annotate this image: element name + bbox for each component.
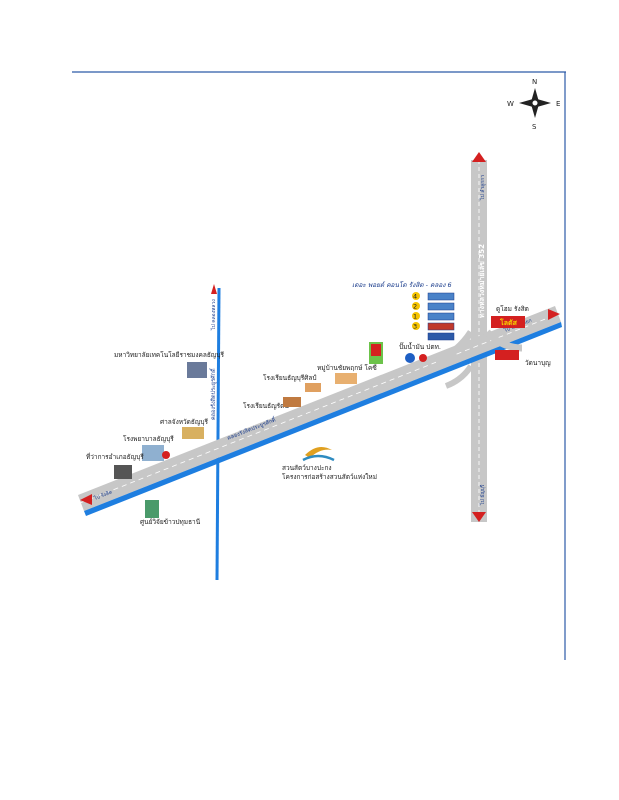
place-city-hall: ศาลจังหวัดธัญบุรี: [160, 418, 209, 426]
park-logo-icon: [305, 446, 332, 458]
highway-south-arrow-icon: [472, 512, 486, 522]
place-ptt: ปั๊มน้ำมัน ปตท.: [399, 342, 441, 351]
rmutt-building-icon: [187, 362, 207, 378]
ptt-logo-icon: [405, 353, 415, 363]
city-hall-icon: [182, 427, 204, 439]
road-west-arrow-icon: [80, 494, 92, 505]
village-icon: [335, 373, 357, 384]
compass-s: S: [532, 123, 537, 131]
place-school2: โรงเรียนธัญรัตน์: [243, 402, 289, 410]
building-1: 1: [413, 313, 417, 321]
to-top-label: ไป ลำลูกกา: [479, 175, 486, 201]
compass-e: E: [556, 100, 560, 108]
interchange-ramp-sw: [444, 364, 474, 389]
place-school1: โรงเรียนธัญบุรีศิลป์: [263, 374, 316, 382]
place-data-center: ศูนย์วิจัยข้าวปทุมธานี: [140, 518, 201, 526]
north-arrow-icon: [531, 88, 539, 102]
place-market: วัดนาบุญ: [525, 359, 551, 367]
vertical-canal-label: คลองรังสิตประยูรศักดิ์: [209, 367, 217, 420]
building-3: 3: [413, 323, 417, 331]
place-park: สวนสัตว์บางปะกง: [282, 464, 332, 472]
west-arrow-icon: [519, 99, 533, 107]
highway-352-label: ทางหลวงหมายเลข 352: [478, 244, 486, 318]
place-district-office: ที่ว่าการอำเภอธัญบุรี: [86, 452, 144, 461]
market-icon: [495, 350, 519, 360]
canal-north-arrow-icon: [211, 284, 217, 294]
east-arrow-icon: [537, 99, 551, 107]
compass-w: W: [507, 100, 514, 108]
place-park-sub: โครงการก่อสร้างสวนสัตว์แห่งใหม่: [282, 473, 377, 481]
ptt-logo-red-icon: [419, 354, 427, 362]
building-4: 4: [413, 293, 417, 301]
interchange-ramp-e: [484, 329, 523, 352]
place-village: หมู่บ้านชัยพฤกษ์ โคซี่: [317, 363, 377, 372]
lotus-logo: [491, 316, 525, 328]
lotus-logo-text: โลตัส: [499, 318, 518, 327]
south-arrow-icon: [531, 104, 539, 118]
hospital-icon: [142, 445, 164, 461]
data-center-icon: [145, 500, 159, 518]
hospital-marker-icon: [162, 451, 170, 459]
building-2: 2: [413, 303, 417, 311]
project-title: เดอะ พอยต์ คอนโด รังสิต - คลอง 6: [352, 281, 452, 289]
road-east-arrow-icon: [548, 309, 560, 320]
diagonal-canal: [84, 322, 562, 516]
vertical-canal: [215, 287, 221, 581]
highway-north-arrow-icon: [472, 152, 486, 162]
place-rmutt: มหาวิทยาลัยเทคโนโลยีราชมงคลธัญบุรี: [114, 351, 224, 359]
school1-icon: [305, 383, 321, 392]
project-buildings: 4 2 1 3: [412, 292, 455, 341]
to-bottom-label: ไป ธัญบุรี: [479, 484, 486, 506]
to-canal-top-label: ไป คลองหลวง: [210, 299, 217, 331]
compass-n: N: [532, 78, 537, 86]
compass-rose: N S W E: [507, 78, 560, 131]
school2-icon: [283, 397, 301, 407]
place-lotus-label: ดูโฮม รังสิต: [496, 305, 529, 313]
place-hospital: โรงพยาบาลธัญบุรี: [123, 435, 174, 443]
interchange-ramp-w: [434, 330, 474, 366]
district-office-icon: [114, 465, 132, 479]
